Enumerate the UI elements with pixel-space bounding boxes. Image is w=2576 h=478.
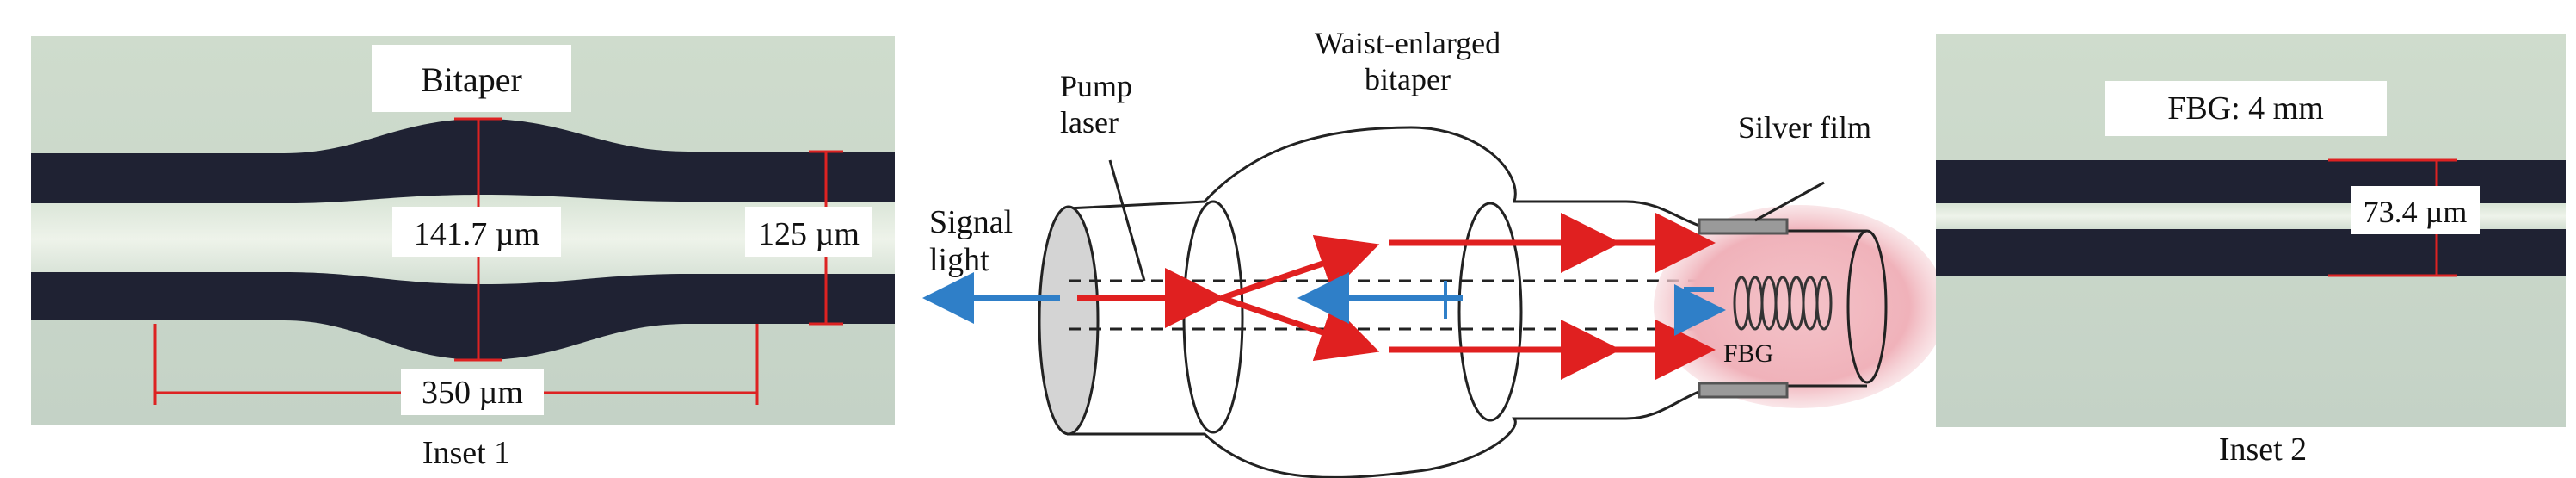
silver-film-bottom bbox=[1698, 382, 1789, 399]
fbg-label: FBG bbox=[1723, 339, 1773, 368]
fiber-label-box bbox=[745, 207, 872, 257]
fbg-grating bbox=[1733, 276, 1833, 331]
fbg-length-title: FBG: 4 mm bbox=[2167, 90, 2324, 127]
pump-arrow-up bbox=[1220, 234, 1380, 301]
waist-enlarged-label-line1: Waist-enlarged bbox=[1315, 26, 1501, 60]
fiber-end-face bbox=[1038, 205, 1100, 436]
signal-label-line1: Signal bbox=[929, 204, 1013, 240]
bitaper-title: Bitaper bbox=[421, 60, 522, 99]
silver-film-label: Silver film bbox=[1738, 110, 1871, 145]
fbg-diameter-label: 73.4 µm bbox=[2363, 195, 2468, 229]
fiber-diameter-label: 125 µm bbox=[758, 216, 860, 252]
pump-label-line1: Pump bbox=[1060, 69, 1132, 103]
silver-film-top bbox=[1698, 218, 1789, 235]
inset1-caption: Inset 1 bbox=[422, 435, 510, 471]
fiber-envelope-bottom bbox=[1067, 384, 1867, 478]
waist-diameter-label: 141.7 µm bbox=[414, 216, 539, 252]
signal-reflect-arrow bbox=[1674, 284, 1726, 336]
pump-arrow-down bbox=[1220, 295, 1380, 362]
waist-enlarged-label-line2: bitaper bbox=[1365, 62, 1451, 96]
inset2-panel: FBG: 4 mm 73.4 µm bbox=[1936, 34, 2566, 427]
pump-light-arrows bbox=[1077, 213, 1716, 380]
bitaper-label-box bbox=[372, 45, 571, 112]
fbg-section bbox=[1698, 218, 1888, 399]
pump-label-line2: laser bbox=[1060, 105, 1119, 140]
fbg-diameter-box bbox=[2351, 186, 2480, 234]
signal-light-arrows bbox=[922, 272, 1726, 336]
length-label-box bbox=[401, 369, 544, 415]
silver-film-glow bbox=[1654, 205, 1946, 408]
pump-laser-leader bbox=[1108, 159, 1146, 282]
waist-label-box bbox=[392, 207, 561, 257]
inset1-panel: Bitaper 141.7 µm 125 µm 350 µm bbox=[31, 36, 895, 425]
fbg-title-box bbox=[2105, 81, 2387, 136]
inset2-caption: Inset 2 bbox=[2219, 431, 2307, 468]
fbg-fiber-lower bbox=[1936, 229, 2566, 276]
silver-film-leader bbox=[1754, 181, 1825, 222]
signal-label-line2: light bbox=[929, 242, 989, 278]
taper-length-label: 350 µm bbox=[422, 375, 523, 411]
schematic bbox=[1038, 126, 1867, 478]
